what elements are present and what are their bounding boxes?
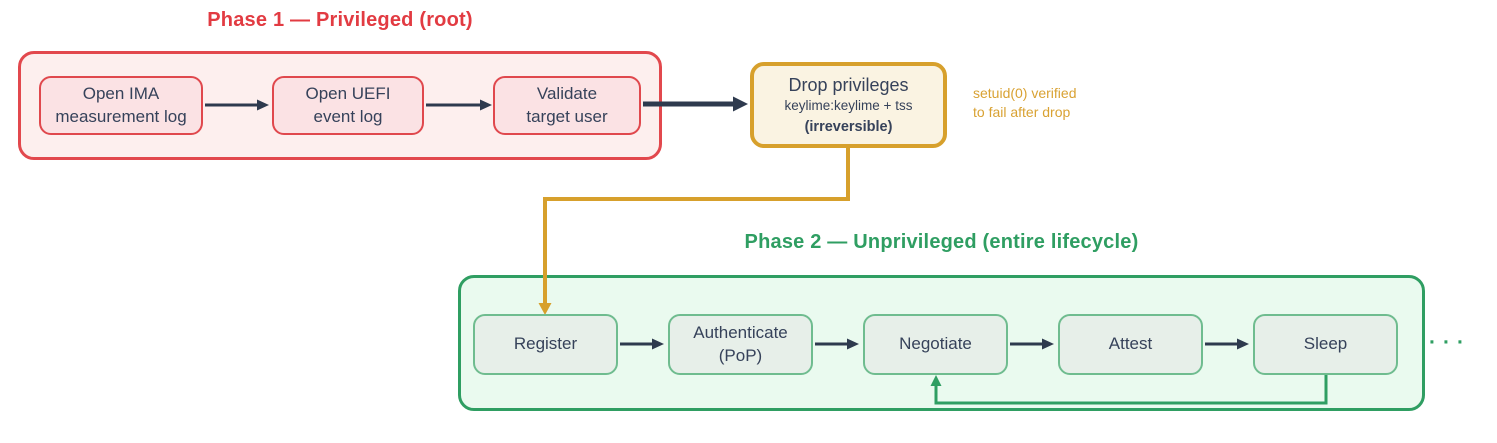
node-drop-privileges: Drop privileges keylime:keylime + tss (i… xyxy=(750,62,947,148)
node-negotiate: Negotiate xyxy=(863,314,1008,375)
node-open-uefi-event-log: Open UEFI event log xyxy=(272,76,424,135)
drop-privileges-subtitle: keylime:keylime + tss xyxy=(784,97,913,113)
arrowhead-uefi-to-validate xyxy=(480,99,492,111)
arrowhead-validate-to-drop xyxy=(733,96,748,112)
node-sleep: Sleep xyxy=(1253,314,1398,375)
node-label: Negotiate xyxy=(899,334,972,354)
arrowhead-negotiate-to-attest xyxy=(1042,338,1054,350)
node-open-ima-measurement-log: Open IMA measurement log xyxy=(39,76,203,135)
node-label: Validate target user xyxy=(526,84,608,126)
node-validate-target-user: Validate target user xyxy=(493,76,641,135)
node-label: Sleep xyxy=(1303,334,1348,354)
arrowhead-attest-to-sleep xyxy=(1237,338,1249,350)
node-label: Attest xyxy=(1108,334,1153,354)
node-label: Open IMA measurement log xyxy=(55,84,187,126)
connector-drop-to-register xyxy=(543,146,850,304)
arrowhead-authenticate-to-negotiate xyxy=(847,338,859,350)
phase1-title: Phase 1 — Privileged (root) xyxy=(207,9,473,31)
arrowhead-drop-to-register xyxy=(538,303,552,315)
node-attest: Attest xyxy=(1058,314,1203,375)
node-label: Register xyxy=(513,334,578,354)
arrowhead-ima-to-uefi xyxy=(257,99,269,111)
loop-sleep-to-negotiate xyxy=(934,374,1328,405)
arrowhead-register-to-authenticate xyxy=(652,338,664,350)
setuid-verification-note: setuid(0) verified to fail after drop xyxy=(973,85,1077,120)
continuation-dots: ··· xyxy=(1429,331,1471,354)
phase2-title: Phase 2 — Unprivileged (entire lifecycle… xyxy=(744,231,1139,253)
drop-privileges-title: Drop privileges xyxy=(788,74,909,95)
node-label: Authenticate (PoP) xyxy=(693,323,788,365)
node-register: Register xyxy=(473,314,618,375)
node-label: Open UEFI event log xyxy=(305,84,391,126)
node-authenticate-pop: Authenticate (PoP) xyxy=(668,314,813,375)
drop-privileges-irreversible-label: (irreversible) xyxy=(804,118,893,135)
arrowhead-sleep-to-negotiate xyxy=(930,375,942,386)
